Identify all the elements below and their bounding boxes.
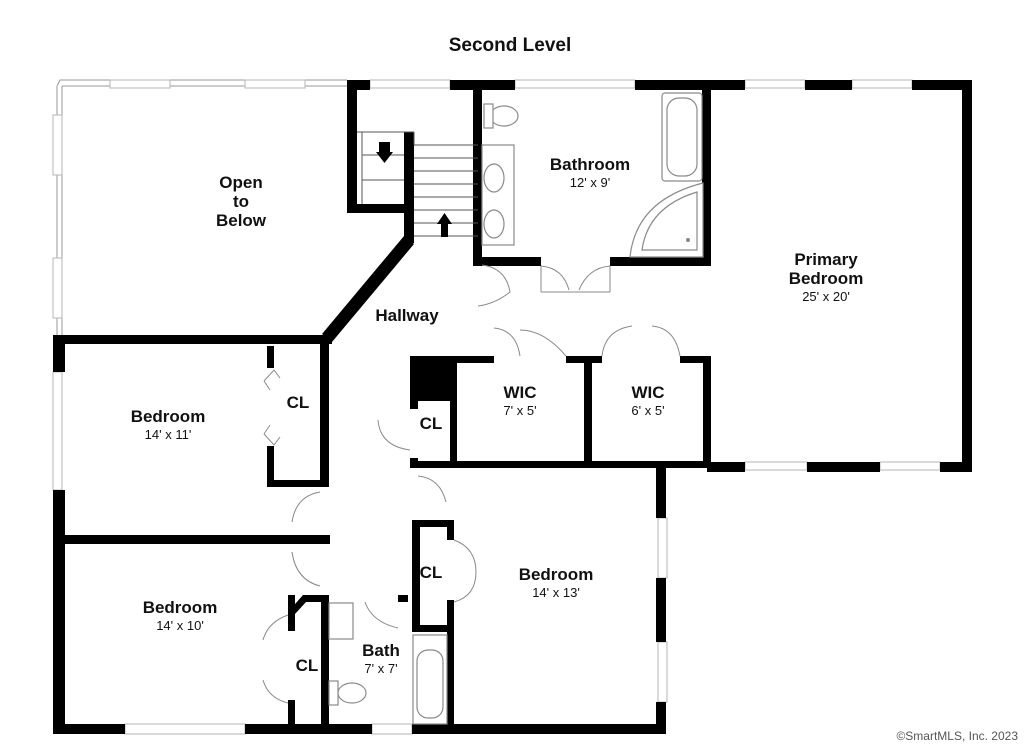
stair-up-arrow-icon-head xyxy=(437,213,452,224)
closet-right-label: CL xyxy=(420,563,443,582)
primary-bedroom-label-2: Bedroom xyxy=(789,269,864,288)
sink-icon xyxy=(483,209,505,239)
toilet-icon xyxy=(337,682,367,704)
closet-upper-left-label: CL xyxy=(287,393,310,412)
bedroom-lower-left-label: Bedroom xyxy=(143,598,218,617)
copyright-text: ©SmartMLS, Inc. 2023 xyxy=(896,729,1018,743)
bedroom-right-dims: 14' x 13' xyxy=(532,585,580,600)
sink-icon xyxy=(483,163,505,193)
toilet-icon xyxy=(489,105,519,127)
door-swings xyxy=(262,264,681,704)
bedroom-lower-left-dims: 14' x 10' xyxy=(156,618,204,633)
stair-up-arrow-icon xyxy=(441,223,448,237)
primary-bedroom-dims: 25' x 20' xyxy=(802,289,850,304)
bathroom-label: Bathroom xyxy=(550,155,630,174)
stair-down-arrow-icon-head xyxy=(376,152,393,163)
primary-bedroom-label-1: Primary xyxy=(794,250,858,269)
closet-lower-left-label: CL xyxy=(296,656,319,675)
bedroom-right-label: Bedroom xyxy=(519,565,594,584)
plan-title: Second Level xyxy=(449,35,572,56)
bath-dims: 7' x 7' xyxy=(364,661,397,676)
column-block xyxy=(412,363,452,401)
stair-down-arrow-icon xyxy=(379,142,390,152)
hallway-label: Hallway xyxy=(375,306,439,325)
bedroom-upper-left-label: Bedroom xyxy=(131,407,206,426)
wic-right-label: WIC xyxy=(631,383,664,402)
bathroom-dims: 12' x 9' xyxy=(570,175,610,190)
open-to-below-label-2: to xyxy=(233,192,249,211)
room-labels: Open to Below Bathroom 12' x 9' Primary … xyxy=(131,155,864,676)
open-to-below-label-3: Below xyxy=(216,211,267,230)
open-to-below-outline xyxy=(56,79,347,335)
bath-label: Bath xyxy=(362,641,400,660)
wic-left-dims: 7' x 5' xyxy=(503,403,536,418)
closet-center-label: CL xyxy=(420,414,443,433)
bedroom-upper-left-dims: 14' x 11' xyxy=(145,427,192,442)
open-to-below-label-1: Open xyxy=(219,173,262,192)
staircase xyxy=(357,131,478,237)
wic-left-label: WIC xyxy=(503,383,536,402)
wic-right-dims: 6' x 5' xyxy=(631,403,664,418)
fixtures xyxy=(328,92,704,725)
